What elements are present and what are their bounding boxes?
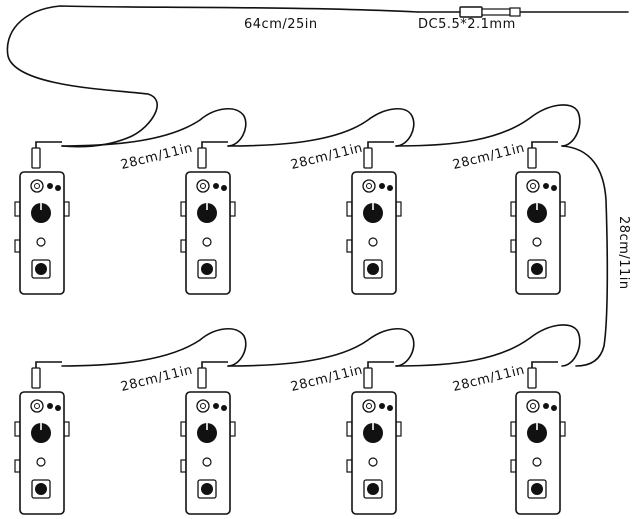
dc-jack bbox=[31, 147, 41, 169]
dc-jack bbox=[31, 367, 41, 389]
mini-knob bbox=[213, 183, 219, 189]
mini-knob bbox=[55, 185, 61, 191]
status-led bbox=[368, 237, 378, 247]
link-label: 28cm/11in bbox=[451, 141, 526, 173]
link-label: 28cm/11in bbox=[119, 141, 194, 173]
mini-knob bbox=[47, 183, 53, 189]
mini-knob bbox=[387, 405, 393, 411]
footswitch bbox=[367, 483, 379, 495]
bottom-row-cables bbox=[61, 324, 581, 367]
footswitch bbox=[35, 483, 47, 495]
mini-knob bbox=[379, 183, 385, 189]
dc-plug-angle bbox=[201, 361, 228, 368]
mini-knob bbox=[379, 403, 385, 409]
pedal bbox=[14, 361, 70, 515]
status-led bbox=[202, 457, 212, 467]
status-led bbox=[36, 237, 46, 247]
status-led bbox=[532, 237, 542, 247]
dc-plug-angle bbox=[367, 141, 394, 148]
pedal bbox=[180, 141, 236, 295]
pedal bbox=[346, 361, 402, 515]
mini-knob bbox=[387, 185, 393, 191]
pedal-body bbox=[185, 391, 231, 515]
main-knob bbox=[31, 423, 51, 443]
main-knob bbox=[197, 423, 217, 443]
dc-plug-angle bbox=[531, 361, 558, 368]
pedal-body bbox=[515, 391, 561, 515]
footswitch bbox=[201, 263, 213, 275]
dc-plug-angle bbox=[531, 141, 558, 148]
pedal bbox=[510, 141, 566, 295]
pedal bbox=[14, 141, 70, 295]
mini-knob bbox=[221, 405, 227, 411]
main-knob bbox=[363, 423, 383, 443]
footswitch bbox=[35, 263, 47, 275]
led bbox=[34, 403, 40, 409]
dc-jack bbox=[363, 367, 373, 389]
status-led bbox=[202, 237, 212, 247]
footswitch bbox=[531, 263, 543, 275]
dc-jack bbox=[527, 147, 537, 169]
main-knob bbox=[197, 203, 217, 223]
top-row-cables bbox=[61, 104, 609, 367]
status-led bbox=[36, 457, 46, 467]
pedal bbox=[180, 361, 236, 515]
mini-knob bbox=[213, 403, 219, 409]
pedal-body bbox=[351, 171, 397, 295]
pedal-body bbox=[19, 391, 65, 515]
led bbox=[200, 403, 206, 409]
footswitch bbox=[201, 483, 213, 495]
main-cable-label: 64cm/25in bbox=[244, 17, 318, 32]
pedal-body bbox=[351, 391, 397, 515]
mini-knob bbox=[551, 405, 557, 411]
status-led bbox=[532, 457, 542, 467]
main-knob bbox=[527, 423, 547, 443]
main-knob bbox=[31, 203, 51, 223]
main-knob bbox=[527, 203, 547, 223]
pedal bbox=[510, 361, 566, 515]
led bbox=[366, 403, 372, 409]
main-knob bbox=[363, 203, 383, 223]
pedal-body bbox=[19, 171, 65, 295]
dc-jack bbox=[197, 367, 207, 389]
mini-knob bbox=[47, 403, 53, 409]
dc-jack bbox=[197, 147, 207, 169]
pedals bbox=[14, 141, 566, 515]
pedal bbox=[346, 141, 402, 295]
main-cable bbox=[6, 5, 629, 148]
pedal-body bbox=[515, 171, 561, 295]
link-label: 28cm/11in bbox=[616, 216, 631, 290]
link-label: 28cm/11in bbox=[119, 363, 194, 395]
mini-knob bbox=[543, 183, 549, 189]
dc-jack bbox=[527, 367, 537, 389]
mini-knob bbox=[221, 185, 227, 191]
dc-plug-angle bbox=[35, 141, 62, 148]
footswitch bbox=[531, 483, 543, 495]
link-label: 28cm/11in bbox=[289, 141, 364, 173]
link-label: 28cm/11in bbox=[289, 363, 364, 395]
led bbox=[200, 183, 206, 189]
dc-plug-angle bbox=[367, 361, 394, 368]
dc-plug-label: DC5.5*2.1mm bbox=[418, 17, 516, 32]
mini-knob bbox=[543, 403, 549, 409]
mini-knob bbox=[55, 405, 61, 411]
pedal-body bbox=[185, 171, 231, 295]
dc-jack bbox=[363, 147, 373, 169]
led bbox=[366, 183, 372, 189]
led bbox=[530, 403, 536, 409]
led bbox=[34, 183, 40, 189]
link-label: 28cm/11in bbox=[451, 363, 526, 395]
led bbox=[530, 183, 536, 189]
mini-knob bbox=[551, 185, 557, 191]
dc-plug-angle bbox=[35, 361, 62, 368]
dc-plug bbox=[417, 6, 521, 18]
footswitch bbox=[367, 263, 379, 275]
dc-plug-angle bbox=[201, 141, 228, 148]
status-led bbox=[368, 457, 378, 467]
